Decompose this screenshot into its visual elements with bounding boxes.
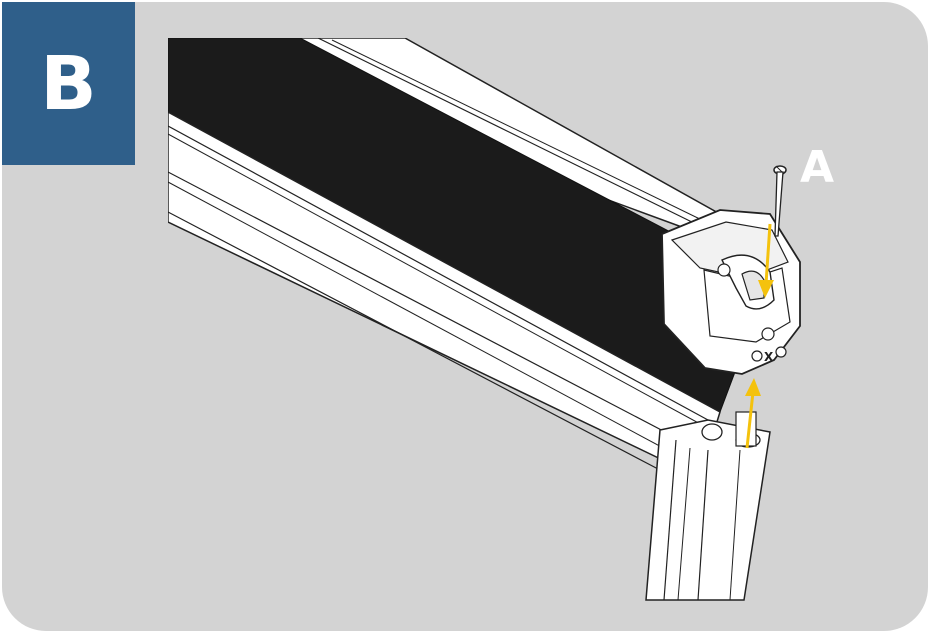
up-arrow-icon [745, 378, 761, 449]
step-letter: B [40, 40, 97, 127]
down-arrow-icon [758, 223, 774, 298]
cap-mark-label: X [764, 350, 774, 364]
side-guide-rail [645, 411, 771, 601]
step-badge: B [2, 2, 135, 165]
screw-icon [773, 165, 787, 237]
headrail-assembly [168, 38, 736, 480]
callout-label: A [800, 142, 835, 193]
